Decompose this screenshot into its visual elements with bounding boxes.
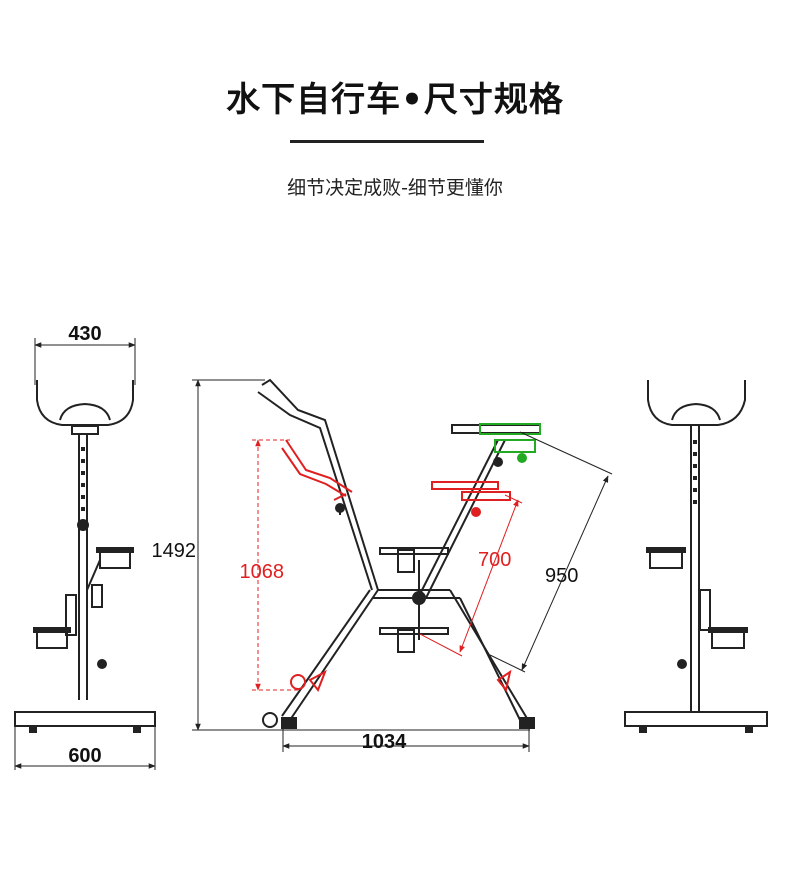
wheelbase-label: 1034 — [362, 731, 407, 753]
seat-reach-high-label: 950 — [545, 565, 578, 587]
page-title: 水下自行车•尺寸规格 — [226, 80, 564, 120]
page-subtitle: 细节决定成败-细节更懂你 — [287, 177, 503, 199]
seat-reach-low-label: 700 — [478, 549, 511, 571]
handle-height-low-label: 1068 — [240, 561, 285, 583]
side-view — [192, 378, 613, 752]
front-width-label: 430 — [68, 323, 101, 345]
front-view — [14, 338, 156, 770]
height-total-label: 1492 — [152, 540, 197, 562]
title-divider — [290, 140, 484, 143]
base-width-label: 600 — [68, 745, 101, 767]
rear-view — [624, 380, 768, 733]
